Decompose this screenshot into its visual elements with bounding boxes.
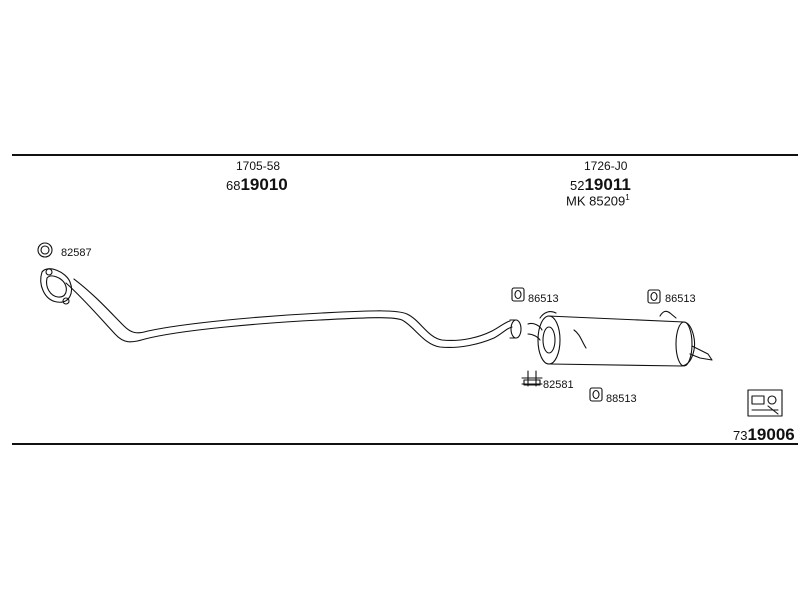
front-pipe: [73, 278, 511, 341]
hanger-right-label: 86513: [665, 293, 696, 305]
front-pipe: [65, 282, 513, 348]
hanger-left-label: 86513: [528, 293, 559, 305]
front-pipe-outlet: [510, 319, 522, 339]
front-pipe-part-number: 6819010: [226, 176, 288, 193]
bolt-label: 82581: [543, 379, 574, 391]
rubber-hanger-icon: [589, 387, 603, 402]
rear-muffler-part-number: 5219011: [570, 176, 631, 193]
rear-muffler-mk-sup: 1: [625, 193, 630, 202]
rear-muffler-mk-ref: MK 852091: [566, 193, 630, 209]
front-pipe-part-prefix: 68: [226, 178, 241, 193]
rear-muffler-mk-text: MK 85209: [566, 193, 626, 209]
clamp-bolt-icon: [521, 370, 543, 387]
rubber-hanger-icon: [511, 287, 525, 302]
front-pipe-oem-ref: 1705-58: [236, 159, 281, 173]
kit-part-main: 19006: [747, 425, 795, 444]
rubber-hanger-icon: [647, 289, 661, 304]
rear-muffler: [527, 310, 713, 367]
clamp-icon: [37, 242, 53, 258]
rear-muffler-oem-ref: 1726-J0: [584, 159, 628, 173]
kit-package-icon: [747, 389, 783, 417]
kit-part-prefix: 73: [733, 428, 748, 443]
clamp-label: 82587: [61, 247, 92, 259]
top-rule: [12, 154, 798, 156]
hanger-bottom-label: 88513: [606, 393, 637, 405]
front-pipe-flange: [40, 268, 73, 305]
rear-muffler-part-main: 19011: [584, 175, 631, 194]
rear-muffler-part-prefix: 52: [570, 178, 585, 193]
kit-part-number: 7319006: [733, 426, 795, 443]
bottom-rule: [12, 443, 798, 445]
front-pipe-part-main: 19010: [240, 175, 288, 194]
